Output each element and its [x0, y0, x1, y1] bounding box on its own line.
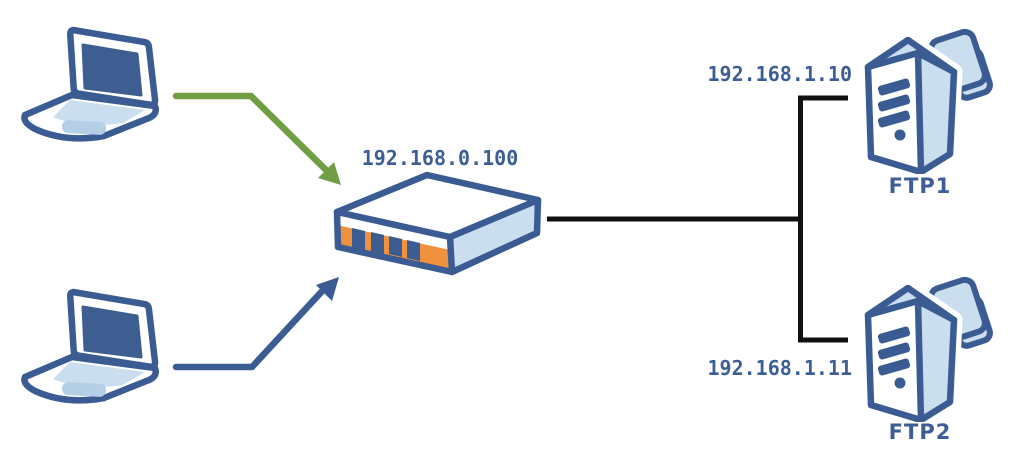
ftp1-ip-label: 192.168.1.10 — [707, 62, 853, 86]
switch-port-4 — [407, 240, 420, 261]
switch-outline — [333, 171, 542, 276]
ftp1-name-label: FTP1 — [888, 174, 952, 198]
laptop-icon-client2 — [20, 288, 160, 408]
switch-port-3 — [389, 236, 402, 257]
server-icon-ftp2 — [854, 270, 1000, 422]
green-arrow — [172, 92, 341, 185]
switch-ip-label: 192.168.0.100 — [361, 146, 519, 170]
blue-arrow — [172, 277, 339, 371]
switch-port-1 — [352, 228, 365, 250]
switch-edges — [333, 196, 542, 276]
switch-side-face — [450, 200, 538, 272]
laptop-icon-client1 — [20, 26, 160, 146]
ftp2-name-label: FTP2 — [888, 420, 952, 444]
network-switch-icon — [333, 171, 542, 276]
server-icon-ftp1 — [854, 22, 1000, 174]
ftp2-ip-label: 192.168.1.11 — [707, 356, 853, 380]
switch-port-2 — [371, 232, 384, 254]
switch-to-servers-line — [547, 95, 848, 343]
